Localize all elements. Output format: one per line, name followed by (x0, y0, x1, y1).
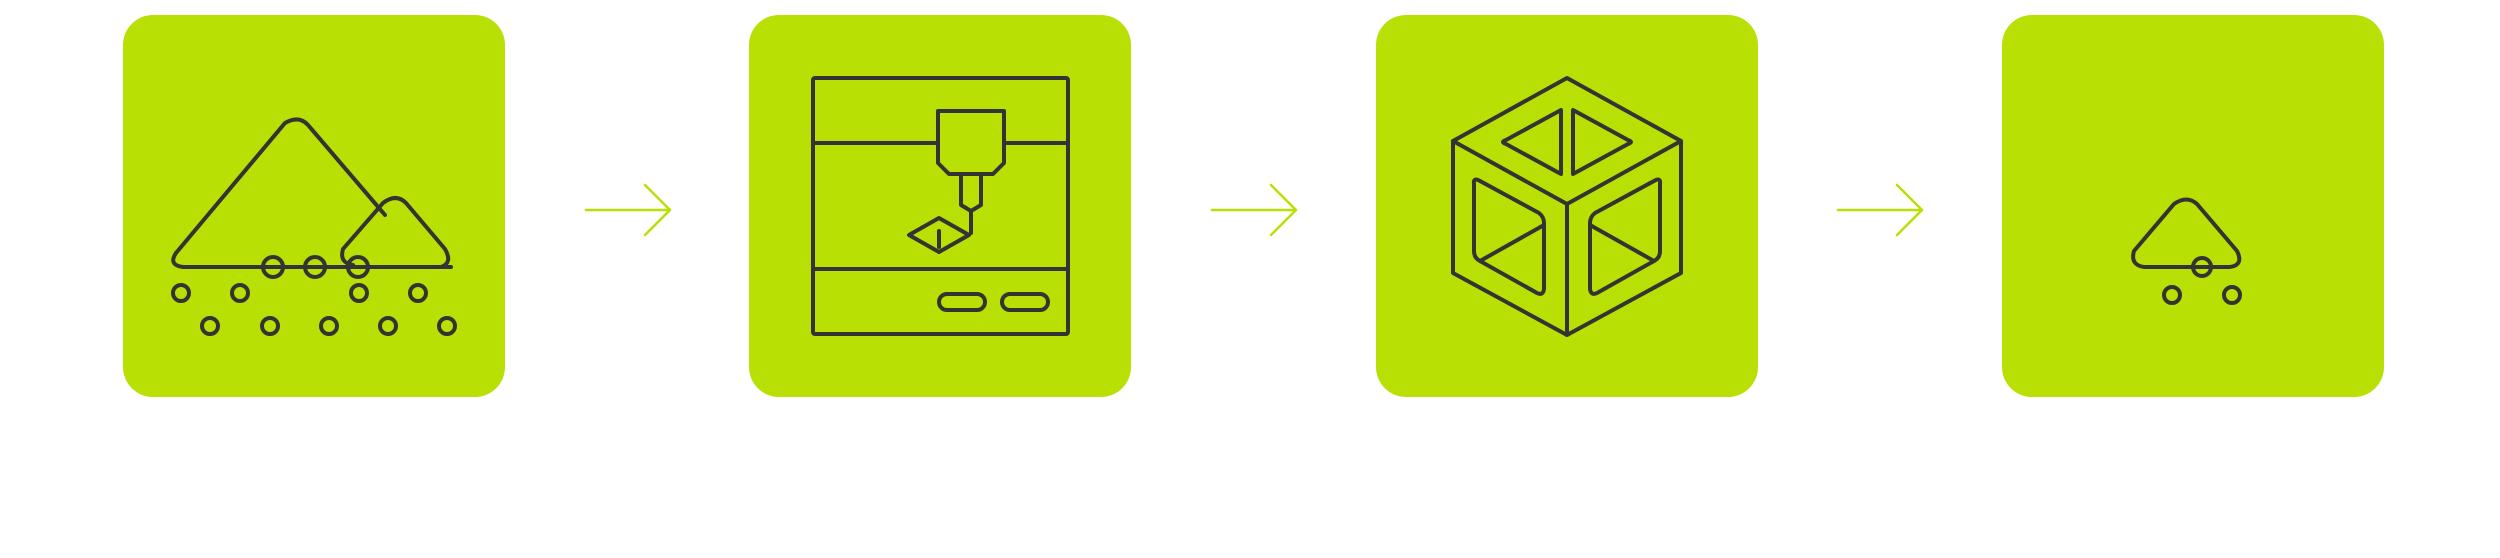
step-4-tile (2002, 15, 2384, 397)
powder-pile-conveyor-icon (171, 117, 457, 336)
printed-cube-icon (1451, 76, 1683, 337)
arrow-right-icon (1210, 183, 1298, 237)
recycled-powder-icon (2131, 197, 2242, 305)
step-1-tile (123, 15, 505, 397)
step-3-tile (1376, 15, 1758, 397)
arrow-right-icon (584, 183, 672, 237)
3d-printer-icon (811, 76, 1070, 336)
step-2-tile (749, 15, 1131, 397)
arrow-right-icon (1836, 183, 1924, 237)
